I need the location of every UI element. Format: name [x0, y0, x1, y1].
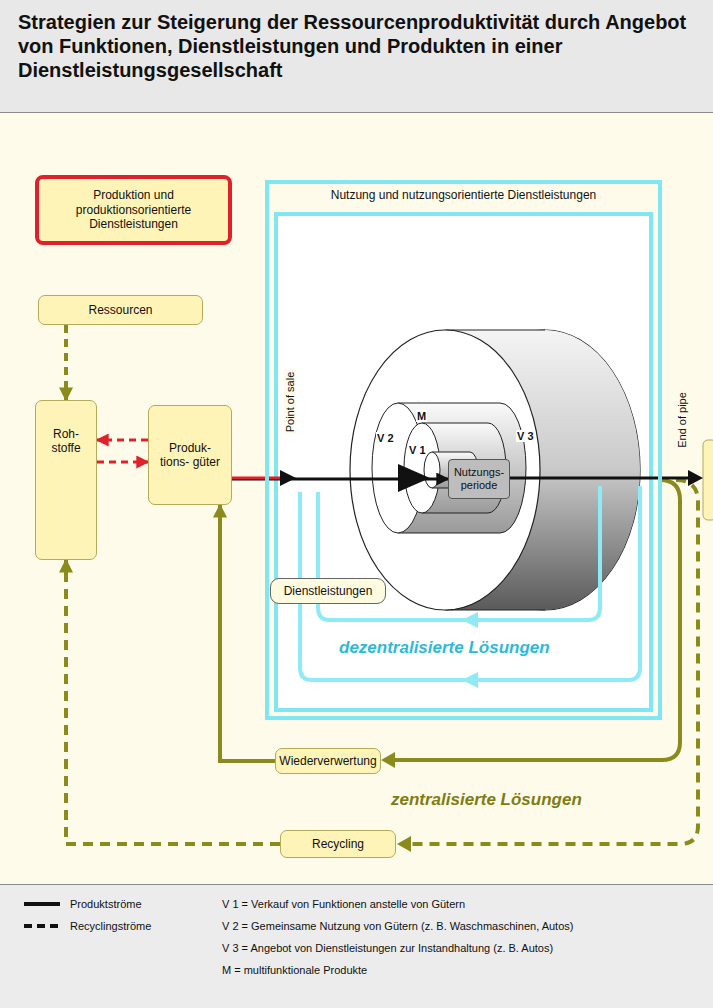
flow-connector: [97, 439, 148, 442]
legend-text: V 2 = Gemeinsame Nutzung von Gütern (z. …: [222, 920, 573, 932]
region-label: zentralisierte Lösungen: [388, 790, 585, 810]
callout-label: V 2: [376, 432, 395, 444]
legend-item: V 1 = Verkauf von Funktionen anstelle vo…: [222, 898, 465, 910]
node-text: Produktion und produktionsorientierte Di…: [45, 188, 222, 231]
title: Strategien zur Steigerung der Ressourcen…: [18, 10, 688, 82]
region-label: dezentralisierte Lösungen: [336, 638, 553, 658]
legend-text: V 1 = Verkauf von Funktionen anstelle vo…: [222, 898, 465, 910]
recycling-box: Recycling: [280, 830, 396, 858]
node-text: Recycling: [312, 837, 364, 851]
v1-arrowhead: [398, 464, 430, 492]
loop-arrowhead: [462, 612, 478, 628]
resource-box: Ressourcen: [38, 295, 203, 325]
callout-label: M: [416, 410, 427, 422]
legend-item: Produktströme: [22, 898, 142, 910]
cut-box: [703, 440, 713, 520]
production-box: Produktion und produktionsorientierte Di…: [35, 175, 232, 245]
callout-label: V 3: [516, 430, 535, 442]
node-text: Dienstleistungen: [284, 584, 373, 598]
loop-arrowhead: [397, 836, 411, 852]
node-text: Wiederverwertung: [279, 754, 376, 768]
sale-arrowhead: [280, 470, 296, 486]
product-flow-red: [232, 477, 280, 480]
service-box: Dienstleistungen: [270, 578, 386, 604]
callout-label: V 1: [408, 444, 427, 456]
node-text: Nutzungs- periode: [451, 466, 507, 492]
legend-line-sample: [22, 922, 62, 930]
node-text: Produk- tions- güter: [154, 441, 226, 470]
production-goods-box: Produk- tions- güter: [148, 405, 232, 505]
legend-text: M = multifunktionale Produkte: [222, 964, 367, 976]
usage-period-box: Nutzungs- periode: [448, 459, 510, 499]
legend-text: Produktströme: [70, 898, 142, 910]
product-flow: [510, 477, 690, 480]
loop-arrowhead: [381, 752, 395, 768]
cylinder-illustration: [350, 330, 640, 610]
legend-item: V 3 = Angebot von Dienstleistungen zur I…: [222, 942, 553, 954]
legend-item: V 2 = Gemeinsame Nutzung von Gütern (z. …: [222, 920, 573, 932]
pipe-arrowhead: [688, 470, 703, 486]
flow-connector: [64, 325, 68, 400]
reuse-box: Wiederverwertung: [275, 748, 381, 774]
node-text: Ressourcen: [88, 303, 152, 317]
node-text: Nutzung und nutzungsorientierte Dienstle…: [331, 188, 597, 202]
flow-connector: [97, 461, 148, 464]
legend-line-sample: [22, 900, 62, 908]
point-label: End of pipe: [676, 390, 688, 450]
point-label: Point of sale: [284, 370, 296, 435]
legend-text: V 3 = Angebot von Dienstleistungen zur I…: [222, 942, 553, 954]
legend-item: M = multifunktionale Produkte: [222, 964, 367, 976]
loop-arrowhead: [462, 672, 478, 688]
region-inner: [276, 214, 651, 710]
raw-material-box: Roh- stoffe: [35, 400, 97, 560]
legend-item: Recyclingströme: [22, 920, 151, 932]
node-text: Roh- stoffe: [41, 427, 91, 456]
flow-connector: [66, 560, 280, 844]
legend-text: Recyclingströme: [70, 920, 151, 932]
